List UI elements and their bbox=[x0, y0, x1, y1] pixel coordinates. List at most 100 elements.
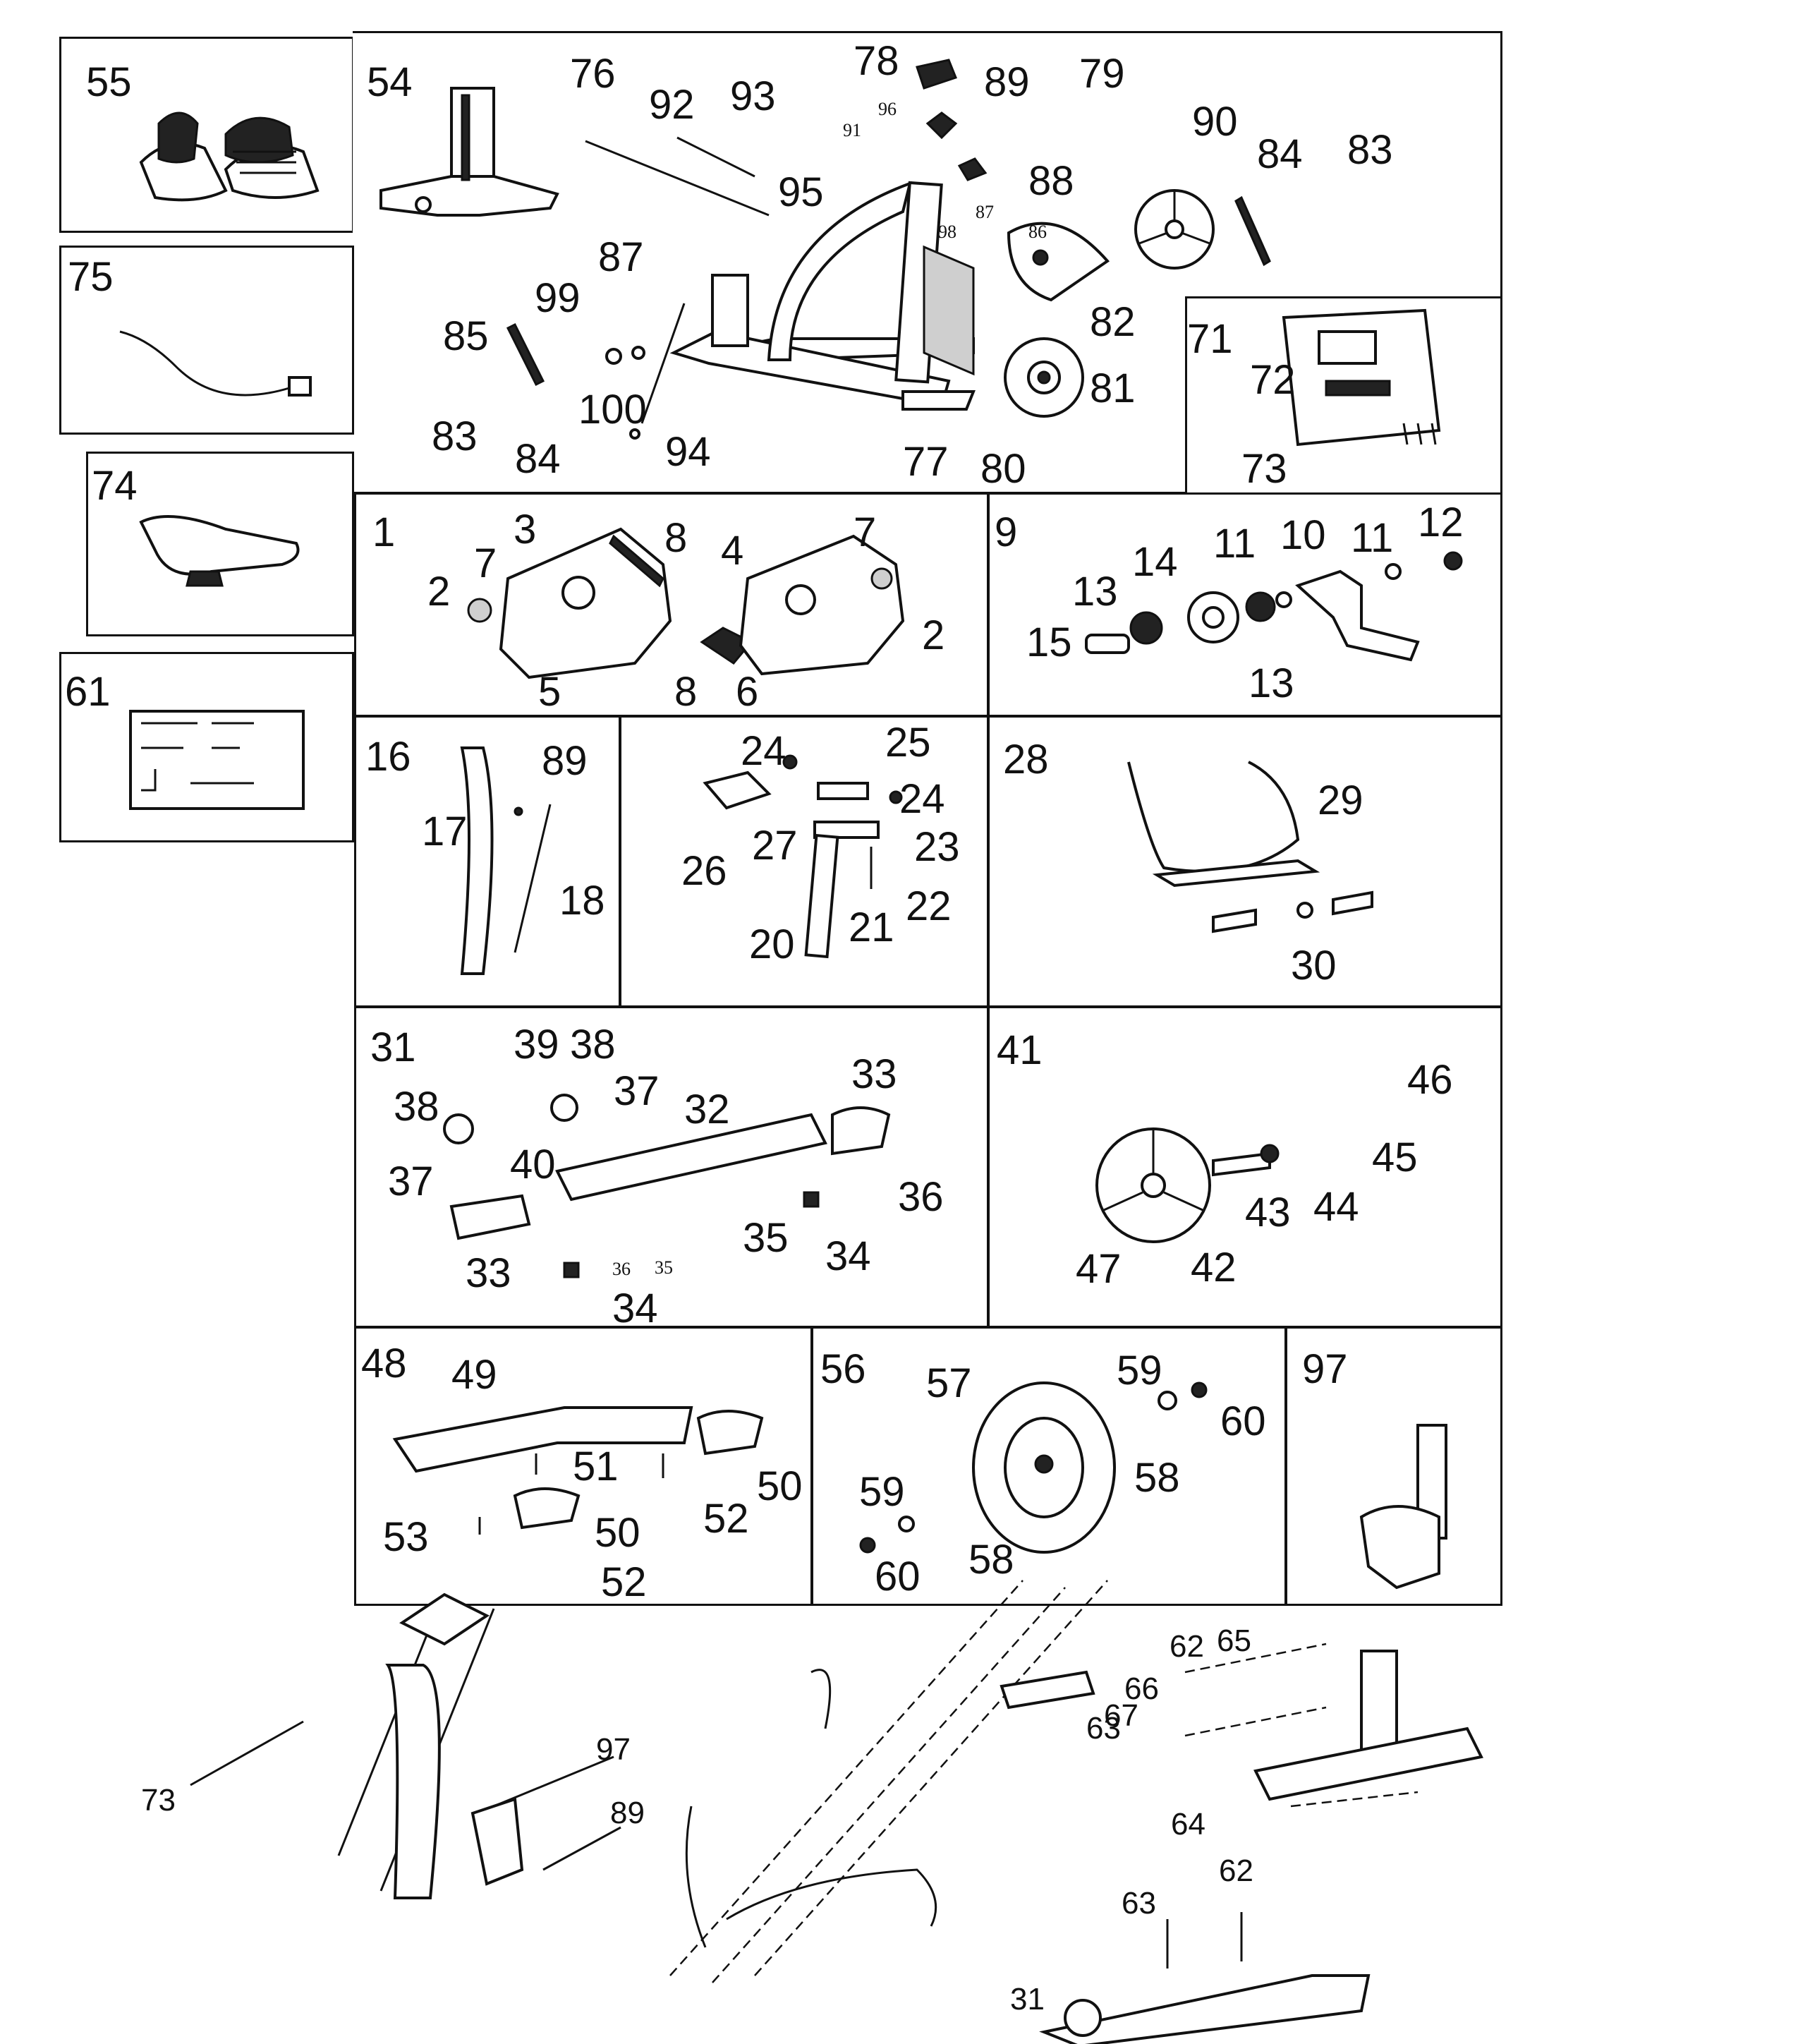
callout-39: 39 bbox=[514, 1022, 559, 1068]
callout-49: 49 bbox=[451, 1352, 497, 1398]
callout-61: 61 bbox=[65, 669, 111, 715]
callout-56: 56 bbox=[820, 1346, 866, 1392]
callout-13-top: 13 bbox=[1072, 569, 1118, 615]
callout-60-top: 60 bbox=[1220, 1398, 1266, 1444]
callout-14: 14 bbox=[1132, 539, 1178, 585]
callout-91: 91 bbox=[843, 120, 861, 140]
callout-73: 73 bbox=[1241, 446, 1287, 492]
panel-75-sensor-wire bbox=[59, 246, 354, 435]
callout-76: 76 bbox=[570, 51, 616, 97]
main-frame-illustration bbox=[506, 59, 1271, 440]
callout-65: 65 bbox=[1217, 1623, 1251, 1658]
callout-24-left: 24 bbox=[741, 728, 786, 774]
callout-36-right: 36 bbox=[898, 1174, 944, 1220]
callout-94: 94 bbox=[665, 429, 711, 475]
callout-15: 15 bbox=[1026, 619, 1072, 665]
callout-36-small: 36 bbox=[612, 1259, 631, 1279]
callout-38-right: 38 bbox=[570, 1022, 616, 1068]
crank-pulley-illustration bbox=[1095, 1127, 1280, 1243]
callout-34-right: 34 bbox=[825, 1233, 871, 1279]
callout-38-left: 38 bbox=[394, 1084, 439, 1130]
callout-92: 92 bbox=[649, 82, 695, 128]
callout-17: 17 bbox=[422, 809, 468, 854]
callout-77: 77 bbox=[903, 439, 949, 485]
callout-89: 89 bbox=[984, 59, 1030, 105]
callout-52-right: 52 bbox=[703, 1496, 749, 1542]
callout-73-assembly: 73 bbox=[141, 1783, 176, 1818]
callout-84-top: 84 bbox=[1257, 131, 1303, 177]
hardware-pack-illustration bbox=[129, 710, 305, 810]
callout-62-bottom: 62 bbox=[1219, 1853, 1253, 1888]
callout-59-bottom: 59 bbox=[859, 1469, 905, 1515]
callout-62-top: 62 bbox=[1170, 1629, 1204, 1664]
callout-55: 55 bbox=[86, 59, 132, 105]
callout-51: 51 bbox=[573, 1444, 619, 1489]
callout-74: 74 bbox=[92, 463, 138, 509]
callout-5: 5 bbox=[538, 669, 561, 715]
callout-47: 47 bbox=[1076, 1246, 1122, 1292]
callout-59-top: 59 bbox=[1117, 1348, 1162, 1393]
callout-37-right: 37 bbox=[614, 1068, 660, 1114]
sensor-wire-illustration bbox=[119, 330, 312, 397]
callout-100: 100 bbox=[578, 387, 647, 433]
callout-82: 82 bbox=[1090, 299, 1136, 345]
callout-12: 12 bbox=[1418, 500, 1464, 545]
callout-1: 1 bbox=[372, 509, 396, 555]
callout-72: 72 bbox=[1250, 357, 1296, 403]
callout-22: 22 bbox=[906, 883, 952, 929]
callout-97: 97 bbox=[1302, 1346, 1348, 1392]
callout-57: 57 bbox=[926, 1360, 972, 1406]
callout-64: 64 bbox=[1171, 1807, 1205, 1842]
callout-33-top: 33 bbox=[851, 1051, 897, 1097]
callout-42: 42 bbox=[1191, 1245, 1237, 1290]
callout-9: 9 bbox=[995, 509, 1018, 555]
callout-45: 45 bbox=[1372, 1135, 1418, 1180]
rear-stabilizer-illustration bbox=[443, 1094, 891, 1278]
callout-67: 67 bbox=[1104, 1698, 1138, 1733]
console-illustration bbox=[1282, 308, 1441, 447]
callout-32: 32 bbox=[684, 1087, 730, 1132]
callout-35-right: 35 bbox=[743, 1215, 789, 1261]
callout-99: 99 bbox=[535, 275, 581, 321]
callout-60-bottom: 60 bbox=[875, 1554, 921, 1599]
callout-85: 85 bbox=[443, 313, 489, 359]
callout-2-right: 2 bbox=[922, 612, 945, 658]
callout-90: 90 bbox=[1192, 99, 1238, 145]
callout-29: 29 bbox=[1318, 778, 1363, 823]
callout-54: 54 bbox=[367, 59, 413, 105]
callout-83: 83 bbox=[432, 413, 478, 459]
callout-8-bottom: 8 bbox=[674, 669, 698, 715]
callout-53: 53 bbox=[383, 1514, 429, 1560]
callout-11-left: 11 bbox=[1213, 521, 1256, 567]
callout-10: 10 bbox=[1280, 512, 1326, 558]
callout-7-right: 7 bbox=[854, 509, 877, 555]
pedal-straps-illustration bbox=[139, 111, 320, 202]
callout-40: 40 bbox=[510, 1142, 556, 1187]
callout-63-top: 63 bbox=[1086, 1711, 1121, 1746]
callout-11-right: 11 bbox=[1351, 515, 1394, 561]
callout-30: 30 bbox=[1291, 943, 1337, 988]
callout-71: 71 bbox=[1187, 316, 1233, 362]
callout-63-bottom: 63 bbox=[1122, 1886, 1156, 1921]
callout-27: 27 bbox=[752, 823, 798, 869]
callout-21: 21 bbox=[849, 905, 894, 950]
callout-50-left: 50 bbox=[595, 1510, 640, 1556]
callout-95: 95 bbox=[778, 169, 824, 215]
panel-9-idler-assembly bbox=[988, 492, 1502, 717]
callout-79: 79 bbox=[1079, 51, 1125, 97]
callout-13-bottom: 13 bbox=[1249, 660, 1294, 706]
callout-35-small: 35 bbox=[655, 1257, 673, 1278]
callout-66: 66 bbox=[1124, 1671, 1159, 1706]
callout-31: 31 bbox=[370, 1024, 416, 1070]
callout-6: 6 bbox=[736, 669, 759, 715]
bottle-holder-illustration bbox=[1359, 1424, 1447, 1590]
callout-83-top: 83 bbox=[1347, 127, 1393, 173]
callout-81: 81 bbox=[1090, 365, 1136, 411]
callout-88: 88 bbox=[1028, 158, 1074, 204]
callout-26: 26 bbox=[681, 848, 727, 894]
callout-46: 46 bbox=[1407, 1057, 1453, 1103]
callout-58-top: 58 bbox=[1134, 1455, 1180, 1501]
panel-55-pedals bbox=[59, 37, 354, 233]
